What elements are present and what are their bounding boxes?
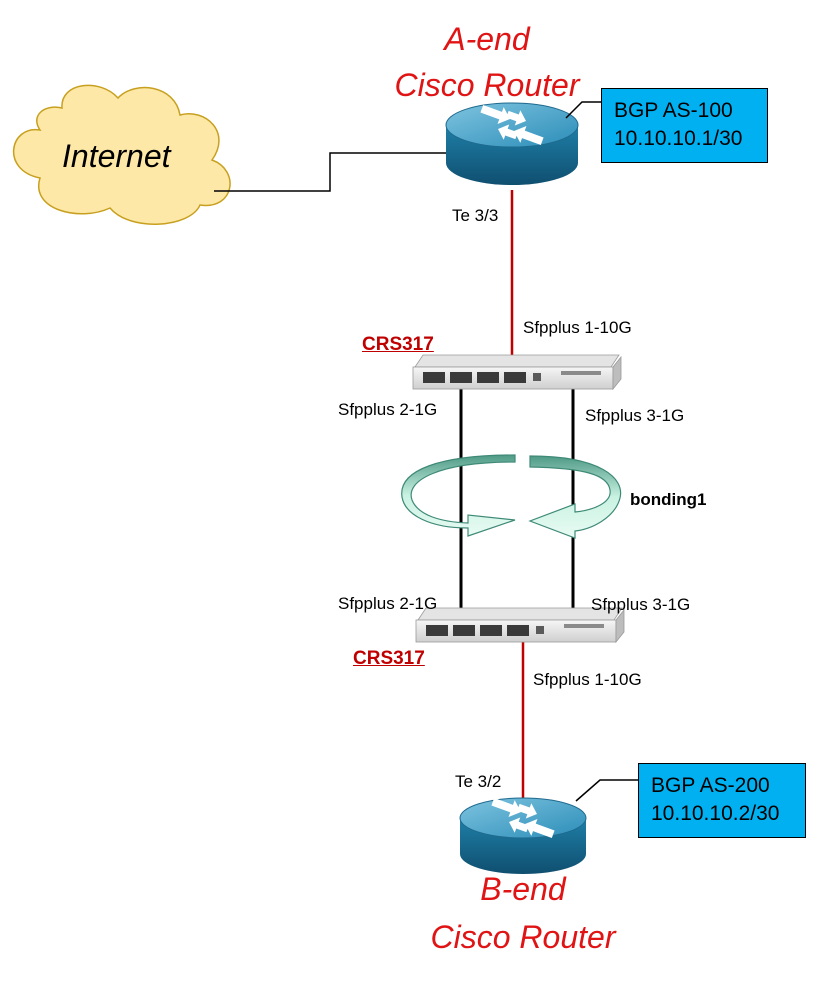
b-end-port-label: Te 3/2 (455, 772, 502, 791)
top-switch-name: CRS317 (362, 334, 434, 355)
bottom-switch-name: CRS317 (353, 648, 425, 669)
a-end-title-line1: A-end (444, 21, 530, 57)
a-end-bgp-callout (565, 101, 602, 119)
a-end-title-line2: Cisco Router (394, 67, 580, 103)
b-end-bgp-callout (575, 779, 638, 802)
bottom-switch-port2-label: Sfpplus 2-1G (338, 594, 438, 613)
internet-label: Internet (62, 138, 171, 174)
b-end-bgp-as: BGP AS-200 (651, 774, 770, 797)
bonding-label: bonding1 (630, 490, 707, 509)
bonding-arrows-icon (401, 454, 622, 539)
a-end-bgp-as: BGP AS-100 (614, 99, 733, 122)
crs317-top-switch-icon (412, 354, 622, 391)
crs317-bottom-switch-icon (415, 607, 625, 644)
b-end-title-line1: B-end (480, 871, 566, 907)
a-end-bgp-box: BGP AS-100 10.10.10.1/30 (601, 88, 768, 163)
bottom-switch-port3-label: Sfpplus 3-1G (591, 595, 691, 614)
a-end-port-label: Te 3/3 (452, 206, 499, 225)
top-switch-port3-label: Sfpplus 3-1G (585, 406, 685, 425)
b-end-bgp-box: BGP AS-200 10.10.10.2/30 (638, 763, 806, 838)
b-end-bgp-ip: 10.10.10.2/30 (651, 802, 780, 825)
bottom-switch-uplink-label: Sfpplus 1-10G (533, 670, 642, 689)
internet-cloud-icon (12, 84, 231, 225)
internet-link (214, 152, 446, 192)
top-switch-port2-label: Sfpplus 2-1G (338, 400, 438, 419)
top-switch-uplink-label: Sfpplus 1-10G (523, 318, 632, 337)
b-end-router-icon (459, 793, 587, 874)
a-end-router-icon (445, 100, 579, 185)
b-end-title-line2: Cisco Router (430, 919, 616, 955)
a-end-bgp-ip: 10.10.10.1/30 (614, 127, 743, 150)
